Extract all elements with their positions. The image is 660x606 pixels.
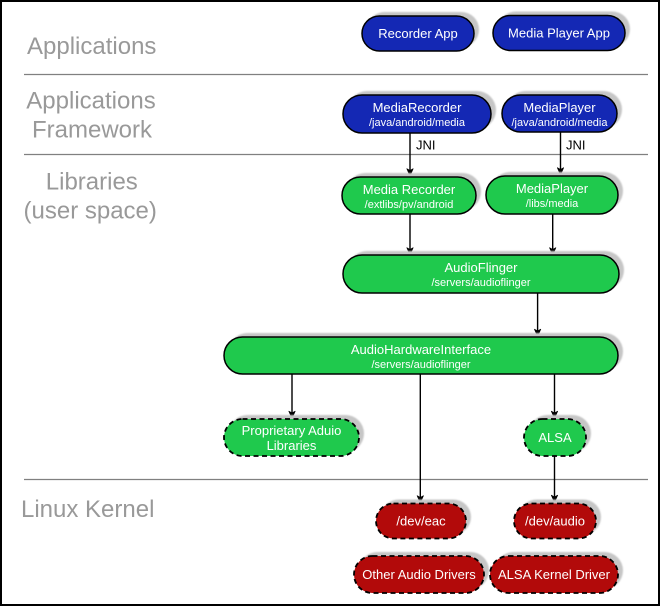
svg-text:/java/android/media: /java/android/media xyxy=(369,117,466,129)
svg-text:Linux Kernel: Linux Kernel xyxy=(21,496,154,523)
svg-text:Media Recorder: Media Recorder xyxy=(363,182,456,197)
svg-text:JNI: JNI xyxy=(566,138,586,153)
svg-text:Applications: Applications xyxy=(27,33,156,60)
svg-text:AudioHardwareInterface: AudioHardwareInterface xyxy=(351,342,491,357)
svg-text:ALSA: ALSA xyxy=(538,430,572,445)
svg-text:/servers/audioflinger: /servers/audioflinger xyxy=(371,359,470,371)
svg-text:MediaPlayer: MediaPlayer xyxy=(516,181,589,196)
svg-text:Other Audio Drivers: Other Audio Drivers xyxy=(362,567,476,582)
svg-text:JNI: JNI xyxy=(416,138,436,153)
svg-text:MediaRecorder: MediaRecorder xyxy=(373,100,463,115)
svg-text:Libraries: Libraries xyxy=(46,169,138,196)
svg-text:Framework: Framework xyxy=(32,116,153,143)
svg-text:MediaPlayer: MediaPlayer xyxy=(523,100,596,115)
svg-text:Applications: Applications xyxy=(26,88,155,115)
svg-text:/extlibs/pv/android: /extlibs/pv/android xyxy=(365,199,454,211)
svg-text:Libraries: Libraries xyxy=(267,438,317,453)
svg-text:/servers/audioflinger: /servers/audioflinger xyxy=(431,277,530,289)
svg-text:Proprietary Aduio: Proprietary Aduio xyxy=(242,423,342,438)
svg-text:AudioFlinger: AudioFlinger xyxy=(445,260,519,275)
svg-text:ALSA Kernel Driver: ALSA Kernel Driver xyxy=(498,567,611,582)
svg-text:/java/android/media: /java/android/media xyxy=(511,117,608,129)
svg-text:/libs/media: /libs/media xyxy=(526,198,579,210)
svg-text:Media Player App: Media Player App xyxy=(508,26,610,41)
svg-text:/dev/audio: /dev/audio xyxy=(525,514,585,529)
svg-text:Recorder App: Recorder App xyxy=(378,26,458,41)
svg-text:(user space): (user space) xyxy=(24,198,157,225)
svg-text:/dev/eac: /dev/eac xyxy=(396,514,446,529)
